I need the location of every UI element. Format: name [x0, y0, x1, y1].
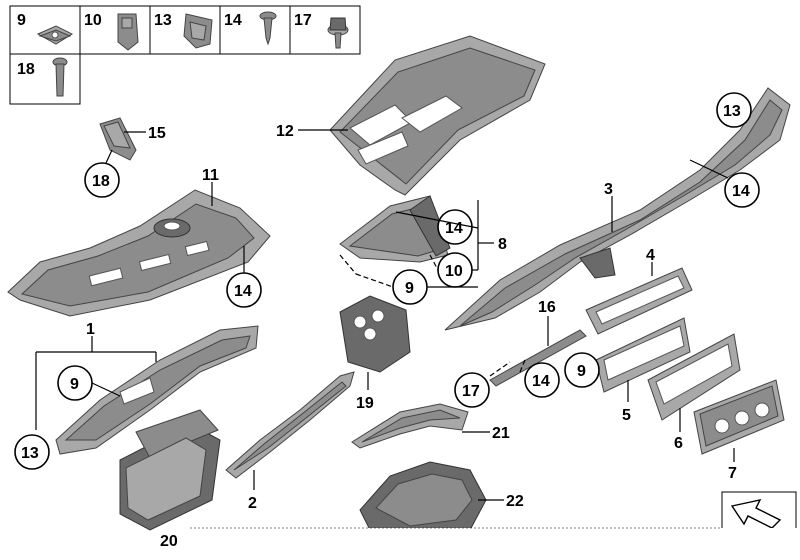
part-19-bracket: 19	[339, 295, 411, 412]
callout-12: 12	[276, 123, 294, 140]
callout-3: 3	[604, 181, 613, 198]
callout-15: 15	[148, 125, 166, 142]
callout-10: 10	[445, 263, 463, 280]
callout-21: 21	[492, 425, 510, 442]
callout-11: 11	[202, 167, 219, 184]
bottom-band	[190, 528, 800, 560]
callout-17: 17	[462, 383, 480, 400]
callout-17-circle	[454, 372, 490, 408]
leader-14d	[689, 159, 729, 179]
small-parts-legend: 9 10 13 14 17 18	[9, 5, 361, 105]
part-11-lower-panel: 11 14	[7, 167, 271, 317]
clip-icon	[117, 13, 139, 51]
part-16-strip: 16 17 14	[454, 299, 587, 408]
part-12-upper-cover: 12	[276, 35, 546, 196]
dash-17	[489, 361, 511, 377]
part-6-frame: 6	[647, 333, 741, 452]
legend-label-18: 18	[17, 61, 35, 78]
callout-14d: 14	[732, 183, 750, 200]
part-1-trim: 1 9 13	[14, 321, 259, 470]
callout-8: 8	[498, 236, 507, 253]
dash-14c	[519, 359, 526, 373]
callout-1: 1	[86, 321, 95, 338]
callout-5: 5	[622, 407, 631, 424]
callout-13b-circle	[716, 92, 752, 128]
part-8-bracket: 14 10 9 8	[339, 195, 507, 305]
direction-arrow-icon	[721, 491, 797, 535]
callout-16: 16	[538, 299, 556, 316]
part-21-cover: 21	[351, 403, 510, 449]
callout-7: 7	[728, 465, 737, 482]
part-3-carrier: 3 13 14	[444, 87, 791, 331]
callout-20: 20	[160, 533, 178, 550]
dash-9b-2	[355, 273, 394, 288]
screw-icon	[259, 11, 277, 46]
callout-18-circle	[84, 162, 120, 198]
callout-22: 22	[506, 493, 524, 510]
part-20-glovebox: 20	[119, 409, 221, 550]
callout-9a: 9	[70, 376, 79, 393]
callout-14d-circle	[724, 172, 760, 208]
callout-14c: 14	[532, 373, 550, 390]
callout-13b: 13	[723, 103, 741, 120]
callout-9b: 9	[405, 280, 414, 297]
callout-4: 4	[646, 247, 655, 264]
part-15-bracket: 15 18	[84, 117, 166, 198]
callout-2: 2	[248, 495, 257, 512]
flange-screw-icon	[327, 17, 349, 49]
legend-label-13: 13	[154, 12, 172, 29]
leader-9a	[91, 382, 121, 397]
callout-18: 18	[92, 173, 110, 190]
leader-18	[105, 149, 113, 164]
legend-label-17: 17	[294, 12, 312, 29]
part-4-frame: 4	[585, 247, 693, 335]
part-5-frame: 5 9	[564, 317, 691, 424]
legend-label-9: 9	[17, 12, 26, 29]
callout-14a: 14	[234, 283, 252, 300]
dash-10	[429, 254, 439, 271]
bracket-clip-icon	[183, 13, 213, 49]
leader-14b	[395, 211, 479, 229]
legend-label-10: 10	[84, 12, 102, 29]
dash-9b	[339, 254, 357, 275]
part-7-panel: 7	[693, 379, 785, 482]
callout-13a-circle	[14, 434, 50, 470]
part-22-housing: 22	[359, 461, 524, 541]
part-2-strip: 2	[225, 371, 355, 512]
legend-label-14: 14	[224, 12, 242, 29]
spring-nut-icon	[36, 25, 74, 45]
callout-19: 19	[356, 395, 374, 412]
callout-14c-circle	[524, 362, 560, 398]
callout-13a: 13	[21, 445, 39, 462]
bolt-icon	[52, 57, 68, 97]
callout-9c: 9	[577, 363, 586, 380]
callout-9c-circle	[564, 352, 600, 388]
callout-6: 6	[674, 435, 683, 452]
